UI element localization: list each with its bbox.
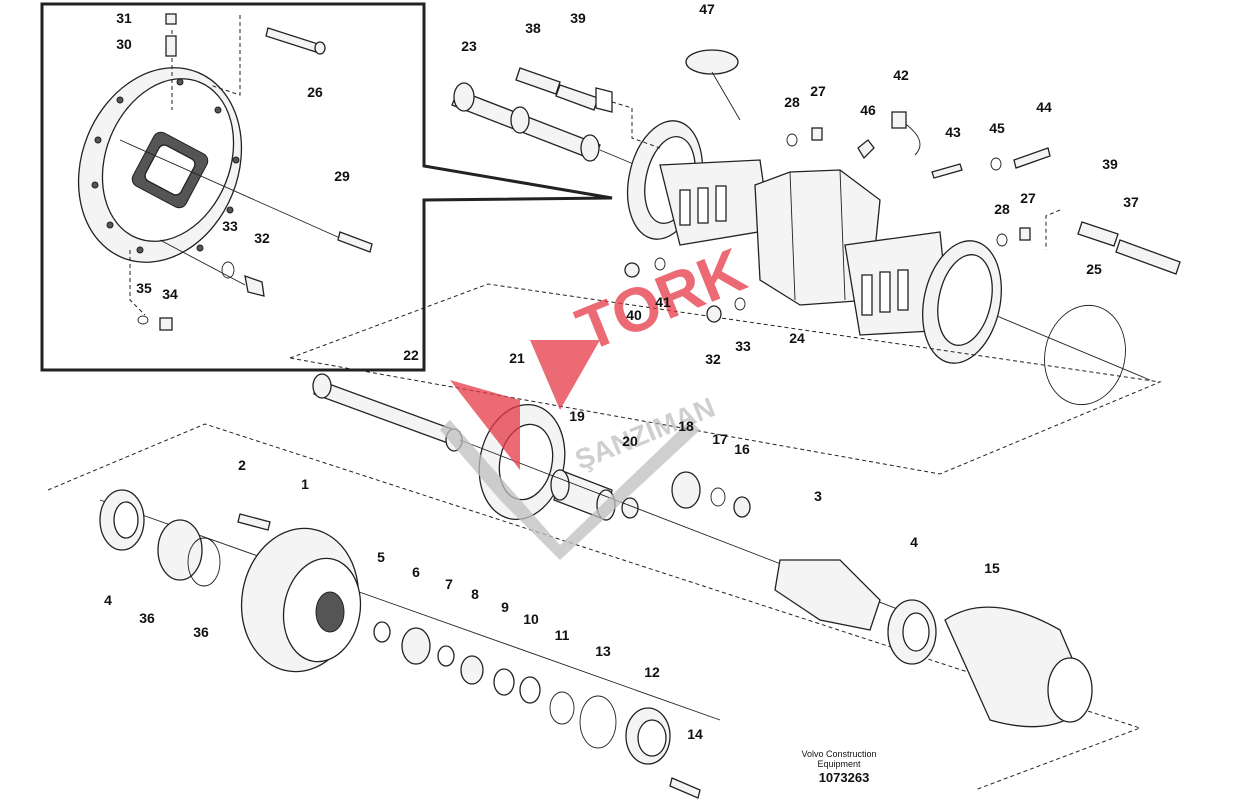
part-label: 6 (412, 564, 420, 580)
part-label: 35 (136, 280, 152, 296)
hub-assembly (47, 423, 1142, 799)
axle-housing (289, 120, 1162, 475)
part-label: 33 (222, 218, 238, 234)
part-label: 46 (860, 102, 876, 118)
drawing-number: 1073263 (819, 770, 870, 785)
part-label: 34 (162, 286, 178, 302)
part-label: 43 (945, 124, 961, 140)
part-label: 18 (678, 418, 694, 434)
watermark-chevron (440, 420, 700, 560)
part-label: 31 (116, 10, 132, 26)
part-label: 10 (523, 611, 539, 627)
part-labels: 1 2 3 4 4 5 6 7 8 9 10 11 12 13 14 15 16… (104, 1, 1139, 742)
caption-manufacturer: Volvo Construction (801, 749, 876, 759)
part-label: 32 (254, 230, 270, 246)
part-label: 15 (984, 560, 1000, 576)
part-label: 27 (1020, 190, 1036, 206)
part-label: 24 (789, 330, 805, 346)
part-label: 17 (712, 431, 728, 447)
watermark-sub: ŞANZIMAN (571, 391, 720, 475)
part-label: 12 (644, 664, 660, 680)
part-label: 36 (193, 624, 209, 640)
part-label: 14 (687, 726, 703, 742)
part-label: 19 (569, 408, 585, 424)
part-label: 29 (334, 168, 350, 184)
part-label: 40 (626, 307, 642, 323)
part-label: 20 (622, 433, 638, 449)
inset-detail (40, 2, 613, 372)
part-label: 23 (461, 38, 477, 54)
part-label: 39 (570, 10, 586, 26)
part-label: 47 (699, 1, 715, 17)
part-label: 22 (403, 347, 419, 363)
watermark-red-bars (450, 340, 600, 470)
part-label: 13 (595, 643, 611, 659)
part-label: 38 (525, 20, 541, 36)
part-label: 5 (377, 549, 385, 565)
part-label: 25 (1086, 261, 1102, 277)
part-label: 11 (555, 627, 570, 643)
caption-equipment: Equipment (817, 759, 861, 769)
part-label: 1 (301, 476, 309, 492)
part-label: 4 (910, 534, 918, 550)
part-label: 26 (307, 84, 323, 100)
part-label: 2 (238, 457, 246, 473)
part-label: 42 (893, 67, 909, 83)
part-label: 36 (139, 610, 155, 626)
part-label: 28 (994, 201, 1010, 217)
part-label: 33 (735, 338, 751, 354)
part-label: 4 (104, 592, 112, 608)
part-label: 27 (810, 83, 826, 99)
part-label: 21 (509, 350, 525, 366)
caption-block: Volvo Construction Equipment 1073263 (801, 749, 876, 785)
part-label: 30 (116, 36, 132, 52)
part-label: 45 (989, 120, 1005, 136)
part-label: 28 (784, 94, 800, 110)
part-label: 44 (1036, 99, 1052, 115)
part-label: 3 (814, 488, 822, 504)
part-label: 37 (1123, 194, 1139, 210)
small-parts (624, 49, 1181, 323)
part-label: 7 (445, 576, 453, 592)
part-label: 39 (1102, 156, 1118, 172)
part-label: 9 (501, 599, 509, 615)
part-label: 41 (655, 294, 671, 310)
part-label: 8 (471, 586, 479, 602)
part-label: 16 (734, 441, 750, 457)
part-label: 32 (705, 351, 721, 367)
